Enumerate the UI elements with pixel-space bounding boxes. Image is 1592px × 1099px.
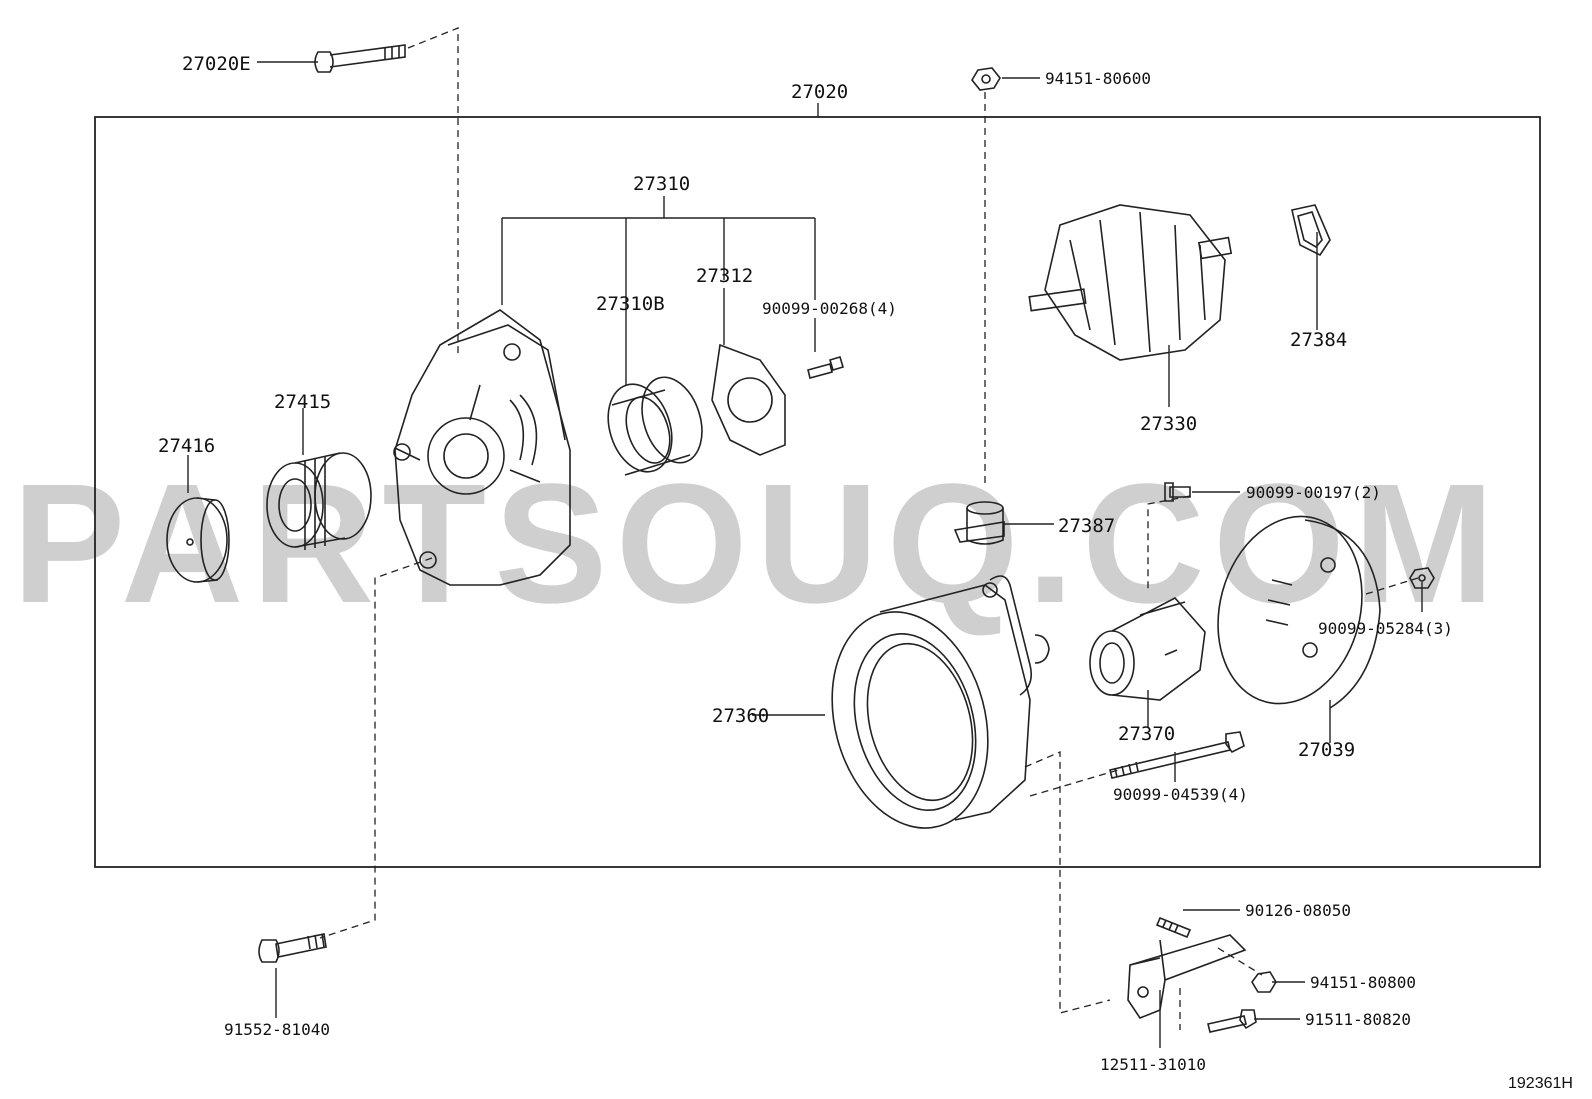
watermark: PARTSOUQ.COM xyxy=(12,449,1503,639)
label-27312: 27312 xyxy=(696,265,753,287)
label-91511-80820: 91511-80820 xyxy=(1305,1010,1411,1029)
label-94151-80600: 94151-80600 xyxy=(1045,69,1151,88)
dashed-alignment-lines xyxy=(319,27,1419,1030)
label-27360: 27360 xyxy=(712,705,769,727)
label-27370: 27370 xyxy=(1118,723,1175,745)
nut-94151-80600-icon xyxy=(971,67,1001,91)
ring-27384-icon xyxy=(1291,204,1331,257)
label-94151-80800: 94151-80800 xyxy=(1310,973,1416,992)
label-27387: 27387 xyxy=(1058,515,1115,537)
insulator-27387-icon xyxy=(953,501,1005,545)
label-90099-04539: 90099-04539(4) xyxy=(1113,785,1248,804)
bolt-27020e-icon xyxy=(314,44,406,73)
label-90099-00197: 90099-00197(2) xyxy=(1246,483,1381,502)
nut-94151-80800-icon xyxy=(1251,971,1277,993)
bolt-91511-80820-icon xyxy=(1207,1009,1257,1033)
label-27415: 27415 xyxy=(274,391,331,413)
rotor-27330-icon xyxy=(1028,204,1233,361)
label-27039: 27039 xyxy=(1298,739,1355,761)
label-90099-00268: 90099-00268(4) xyxy=(762,299,897,318)
rear-cover-27039-icon xyxy=(1217,515,1381,709)
diagram-reference-code: 192361H xyxy=(1508,1075,1573,1092)
brush-holder-27370-icon xyxy=(1089,597,1206,701)
label-90126-08050: 90126-08050 xyxy=(1245,901,1351,920)
cap-27416-icon xyxy=(166,497,230,583)
rear-frame-housing-icon xyxy=(393,309,571,586)
label-90099-05284: 90099-05284(3) xyxy=(1318,619,1453,638)
drive-end-frame-27360-icon xyxy=(831,575,1050,829)
label-27020e: 27020E xyxy=(182,53,251,75)
label-27384: 27384 xyxy=(1290,329,1347,351)
leader-lines xyxy=(187,61,1423,1048)
screw-90099-00197-icon xyxy=(1164,482,1191,502)
label-91552-81040: 91552-81040 xyxy=(224,1020,330,1039)
through-bolt-90099-04539-icon xyxy=(1109,731,1245,779)
label-27020: 27020 xyxy=(791,81,848,103)
nut-90099-05284-icon xyxy=(1409,567,1435,589)
screw-90099-00268-icon xyxy=(807,356,844,379)
bracket-12511-31010-icon xyxy=(1127,934,1247,1019)
label-27310: 27310 xyxy=(633,173,690,195)
label-27416: 27416 xyxy=(158,435,215,457)
label-27330: 27330 xyxy=(1140,413,1197,435)
bolt-91552-81040-icon xyxy=(258,933,327,963)
retainer-plate-27312-icon xyxy=(711,343,786,456)
bearing-27310b-icon xyxy=(607,376,703,476)
label-27310b: 27310B xyxy=(596,293,665,315)
label-12511-31010: 12511-31010 xyxy=(1100,1055,1206,1074)
stud-90126-08050-icon xyxy=(1155,916,1192,939)
pulley-27415-icon xyxy=(266,452,372,550)
